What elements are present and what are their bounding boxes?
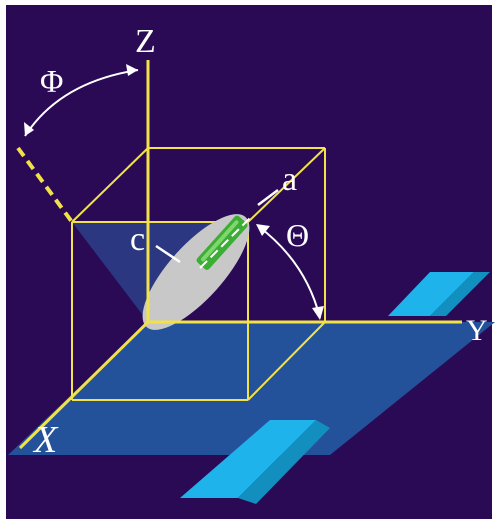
major-axis-rod [196, 215, 248, 270]
phi-arrow-head-right [126, 64, 138, 76]
ribbon-lower-edge [238, 420, 330, 504]
y-axis-label: Y [466, 314, 488, 347]
semi-axis-c-label: c [130, 221, 145, 258]
theta-arrow-head-top [256, 224, 270, 236]
theta-arrow-head-bottom [312, 306, 324, 320]
axes [18, 60, 462, 450]
theta-label: Θ [286, 217, 309, 253]
ribbon-upper [388, 272, 490, 316]
box-top-left-edge [71, 147, 149, 223]
z-axis-label: Z [135, 23, 156, 60]
xy-plane [8, 322, 495, 455]
ribbon-lower-face [180, 420, 316, 498]
box-top-right-edge [247, 147, 326, 223]
x-axis-line [18, 320, 150, 450]
theta-arc [256, 224, 324, 320]
x-axis-label: X [32, 419, 59, 461]
label-a-pointer [257, 189, 279, 206]
semi-axis-a-line [199, 217, 251, 269]
ribbon-lower [180, 420, 330, 504]
wireframe-box-back [71, 147, 326, 322]
phi-label: Φ [40, 63, 63, 99]
wireframe-box-front [71, 221, 326, 401]
semi-axis-a-label: a [282, 161, 297, 198]
ribbon-upper-edge [430, 272, 490, 316]
phi-arc [24, 64, 139, 137]
label-c-pointer [155, 244, 181, 264]
ribbon-upper-face [388, 272, 474, 316]
box-bottom-right-edge [247, 321, 326, 401]
phi-arrow-head-left [24, 122, 34, 136]
